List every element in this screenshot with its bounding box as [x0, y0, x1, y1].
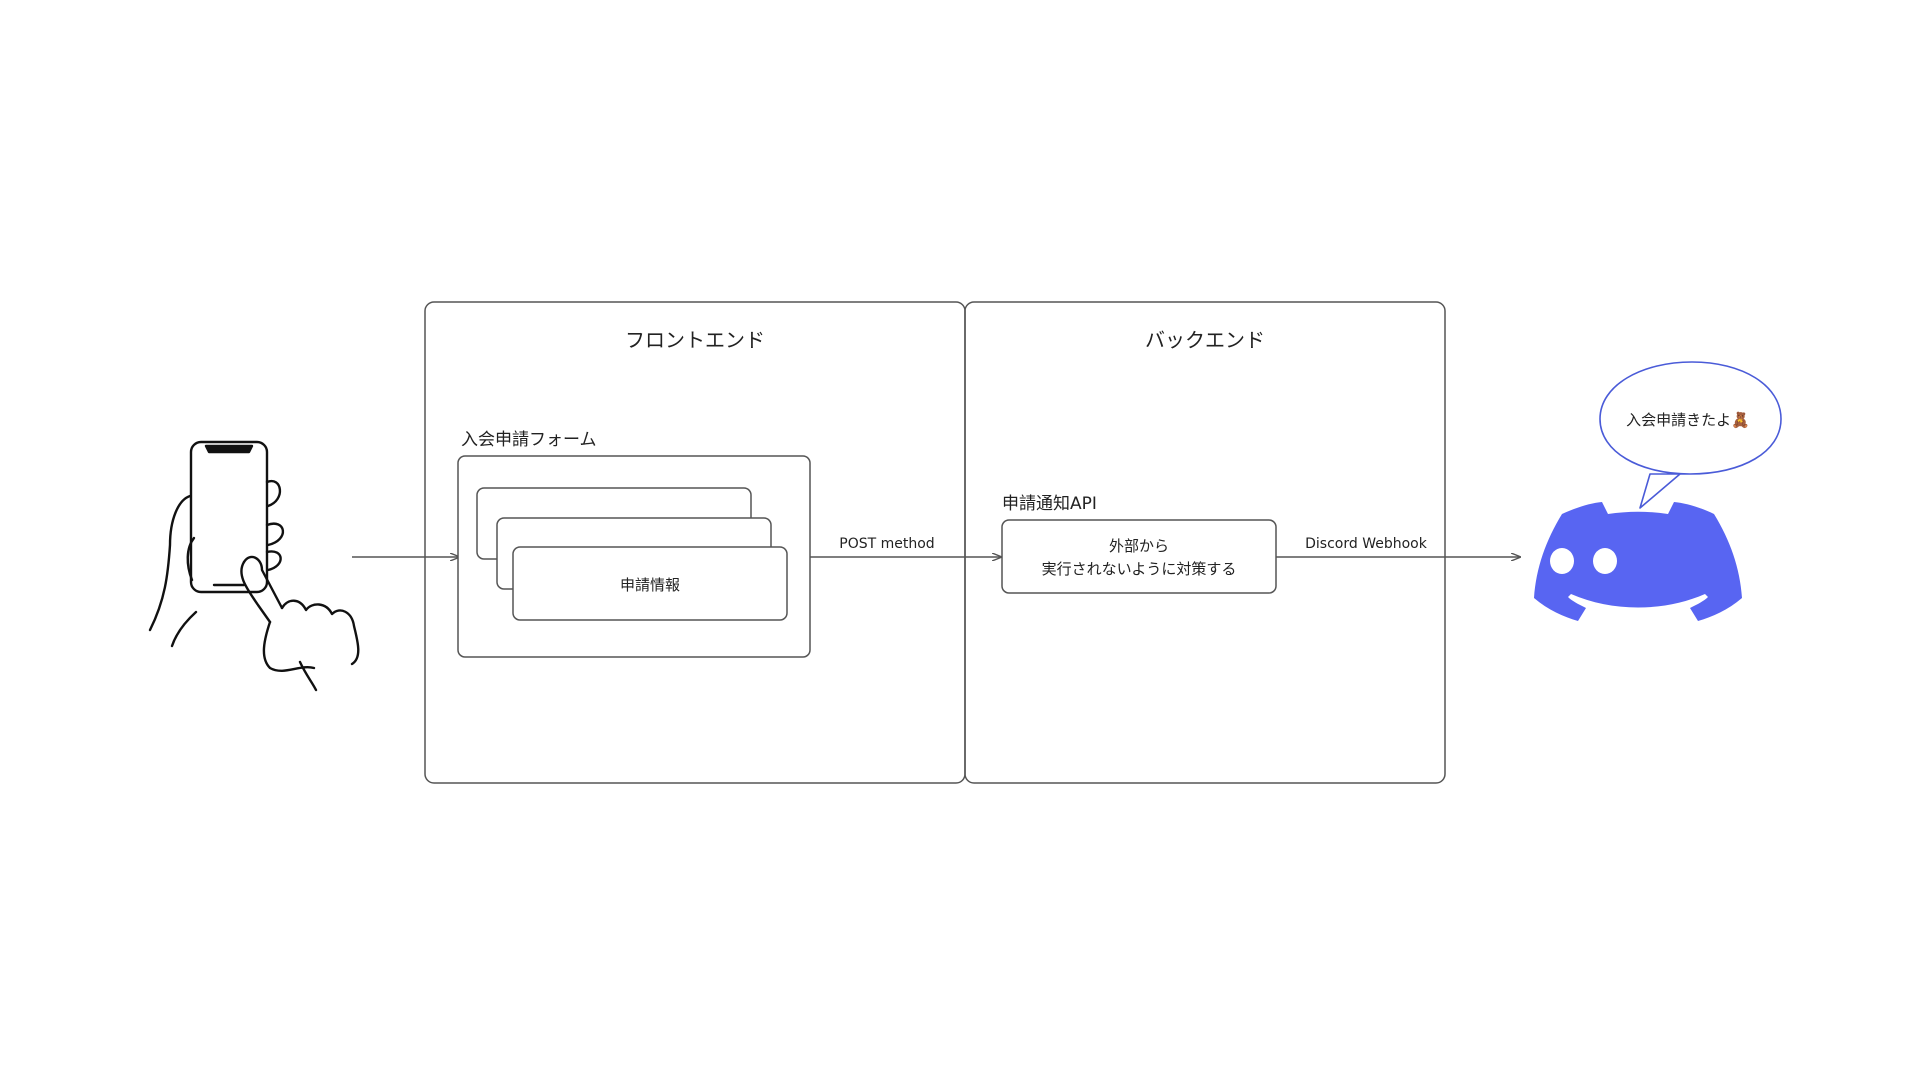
- card-front: [512, 546, 788, 621]
- api-box: 申請通知API 外部から 実行されないように対策する: [1001, 494, 1277, 594]
- api-label: 申請通知API: [1002, 494, 1097, 514]
- form-label: 入会申請フォーム: [461, 430, 597, 450]
- api-desc-line2: 実行されないように対策する: [1042, 560, 1237, 578]
- hand-holding-phone-icon: [148, 440, 360, 692]
- post-arrow-label: POST method: [839, 536, 934, 552]
- card-label: 申請情報: [620, 576, 680, 594]
- stacked-cards: 申請情報: [476, 487, 788, 621]
- speech-bubble-text: 入会申請きたよ🧸: [1626, 411, 1750, 429]
- speech-bubble: 入会申請きたよ🧸: [1599, 361, 1782, 509]
- webhook-arrow-label: Discord Webhook: [1305, 536, 1428, 552]
- backend-container: バックエンド: [964, 301, 1446, 784]
- backend-title: バックエンド: [1145, 328, 1265, 352]
- discord-logo-icon: [1534, 502, 1742, 621]
- api-desc-line1: 外部から: [1109, 537, 1169, 555]
- frontend-title: フロントエンド: [625, 328, 765, 352]
